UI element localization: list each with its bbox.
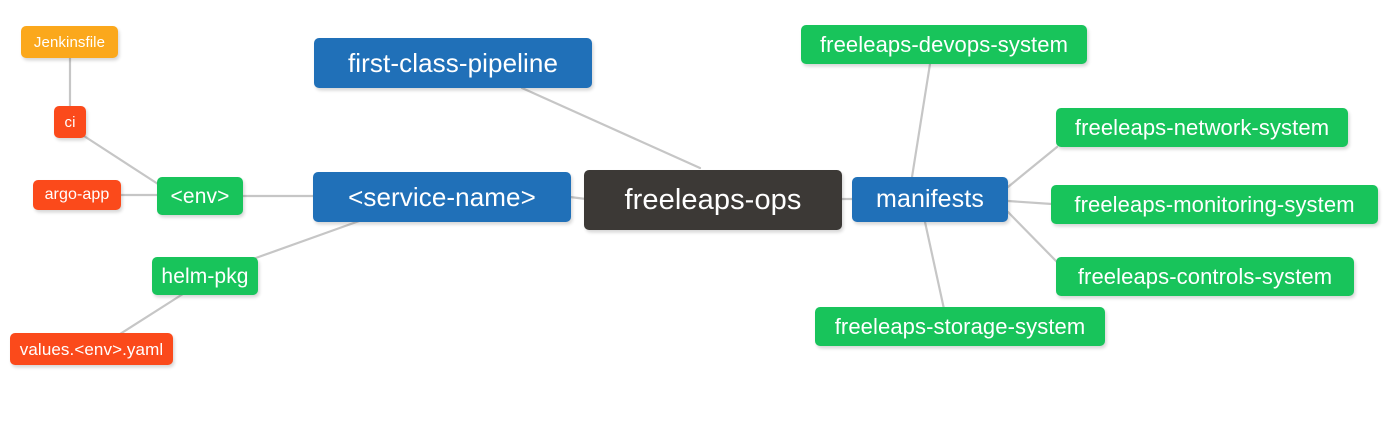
node-label: freeleaps-network-system [1074, 114, 1330, 140]
node-freeleaps-devops-system[interactable]: freeleaps-devops-system [801, 25, 1087, 64]
node-label: freeleaps-monitoring-system [1074, 191, 1355, 217]
node-env[interactable]: <env> [157, 177, 243, 215]
edge-values-helmpkg [118, 290, 188, 336]
node-label: Jenkinsfile [33, 33, 106, 51]
node-label: freeleaps-storage-system [834, 313, 1086, 339]
node-label: freeleaps-controls-system [1077, 263, 1333, 289]
edge-network-manifests [1006, 145, 1059, 189]
node-label: argo-app [44, 186, 110, 203]
node-manifests[interactable]: manifests [852, 177, 1008, 222]
node-label: freeleaps-ops [624, 183, 802, 216]
node-label: <env> [170, 184, 230, 208]
node-label: helm-pkg [161, 264, 249, 288]
node-service-name[interactable]: <service-name> [313, 172, 571, 222]
node-freeleaps-network-system[interactable]: freeleaps-network-system [1056, 108, 1348, 147]
edge-helmpkg-service [237, 218, 364, 266]
node-label: ci [64, 113, 76, 131]
node-values-yaml[interactable]: values.<env>.yaml [10, 333, 173, 365]
node-jenkinsfile[interactable]: Jenkinsfile [21, 26, 118, 58]
node-freeleaps-controls-system[interactable]: freeleaps-controls-system [1056, 257, 1354, 296]
node-argo-app[interactable]: argo-app [33, 180, 121, 210]
node-helm-pkg[interactable]: helm-pkg [152, 257, 258, 295]
edge-controls-manifests [1006, 210, 1059, 264]
node-label: freeleaps-devops-system [819, 31, 1069, 57]
node-first-class-pipeline[interactable]: first-class-pipeline [314, 38, 592, 88]
node-freeleaps-monitoring-system[interactable]: freeleaps-monitoring-system [1051, 185, 1378, 224]
node-label: first-class-pipeline [347, 48, 559, 78]
edge-storage-manifests [923, 220, 946, 311]
edge-ci-env [82, 134, 160, 186]
edge-devops-manifests [910, 62, 932, 179]
node-label: manifests [876, 185, 984, 213]
node-ci[interactable]: ci [54, 106, 86, 138]
node-freeleaps-ops[interactable]: freeleaps-ops [584, 170, 842, 230]
node-label: <service-name> [348, 182, 536, 212]
node-freeleaps-storage-system[interactable]: freeleaps-storage-system [815, 307, 1105, 346]
edge-pipeline-root [520, 86, 702, 170]
edge-monitoring-manifests [1006, 199, 1054, 206]
node-label: values.<env>.yaml [19, 339, 164, 359]
